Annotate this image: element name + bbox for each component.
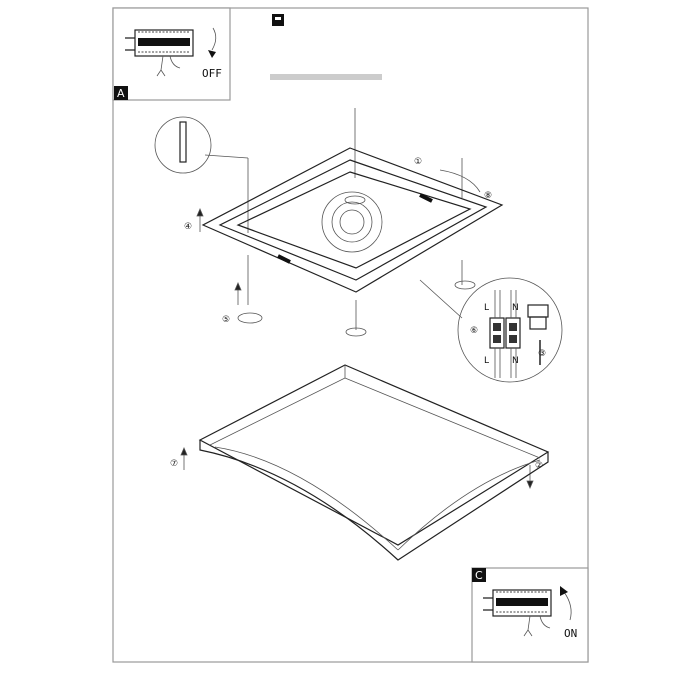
dowel-callout bbox=[154, 116, 249, 174]
label-n-top: N bbox=[512, 303, 519, 313]
arrow-icon bbox=[208, 50, 216, 58]
breaker-icon bbox=[125, 27, 217, 77]
step-5: ⑤ bbox=[222, 315, 230, 325]
panel-badge-c: C bbox=[475, 569, 483, 582]
hand-icon bbox=[156, 55, 166, 77]
step-8: ⑧ bbox=[484, 191, 492, 201]
page-frame bbox=[112, 7, 589, 663]
label-l-bottom: L bbox=[484, 356, 489, 366]
step-2: ② bbox=[535, 461, 543, 471]
screws bbox=[237, 108, 476, 337]
step-3: ③ bbox=[538, 349, 546, 359]
hatched-bar bbox=[270, 74, 382, 80]
label-l-top: L bbox=[484, 303, 489, 313]
mounting-bracket bbox=[201, 147, 504, 293]
switch-label-on: ON bbox=[564, 627, 577, 640]
step-1: ① bbox=[414, 157, 422, 167]
panel-badge-a: A bbox=[117, 87, 125, 100]
step-4: ④ bbox=[184, 222, 192, 232]
label-n-bottom: N bbox=[512, 356, 519, 366]
lamp-shade bbox=[198, 364, 550, 561]
panel-a-power-off: OFF A bbox=[112, 7, 231, 101]
step-6: ⑥ bbox=[470, 326, 478, 336]
switch-label-off: OFF bbox=[202, 67, 222, 80]
step-7: ⑦ bbox=[170, 459, 178, 469]
panel-c-power-on: C ON bbox=[471, 567, 589, 663]
terminal-block-callout bbox=[419, 277, 563, 383]
